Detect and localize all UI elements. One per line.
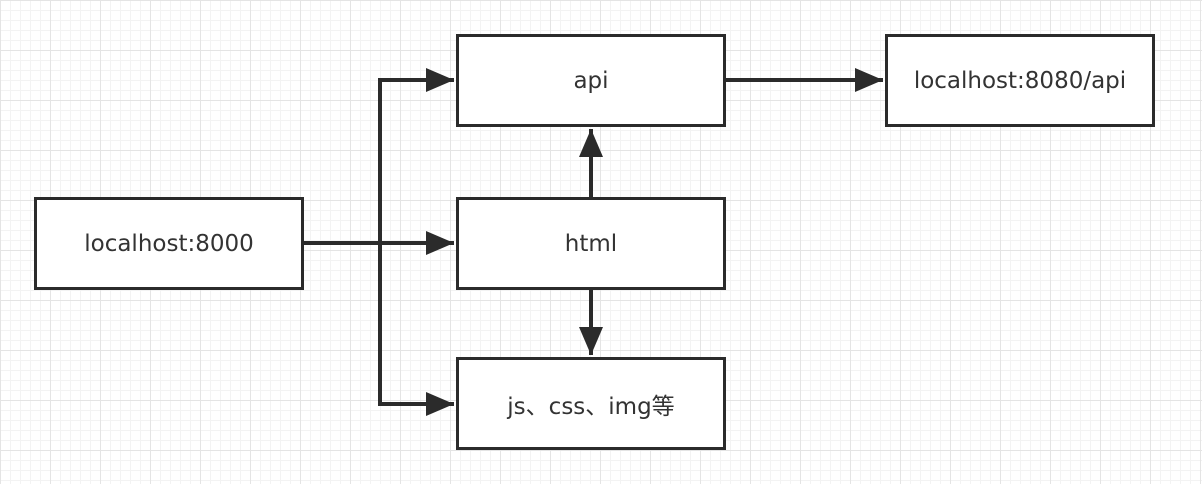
node-static-assets: js、css、img等 — [456, 357, 726, 450]
node-label: localhost:8000 — [84, 230, 254, 257]
node-localhost-8080-api: localhost:8080/api — [885, 34, 1155, 127]
node-label: html — [564, 230, 618, 257]
node-label: localhost:8080/api — [913, 67, 1127, 94]
node-label: js、css、img等 — [507, 393, 675, 420]
node-api: api — [456, 34, 726, 127]
node-localhost-8000: localhost:8000 — [34, 197, 304, 290]
node-html: html — [456, 197, 726, 290]
node-label: api — [573, 67, 609, 94]
